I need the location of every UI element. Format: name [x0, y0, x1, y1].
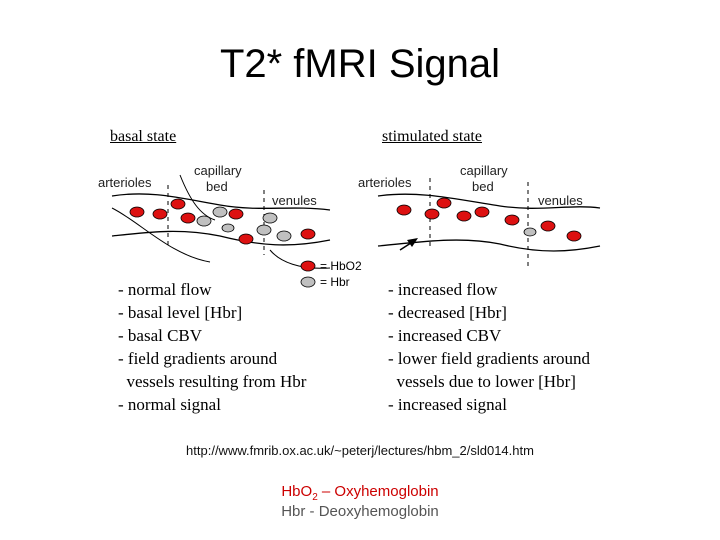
basal-oxy-cells — [129, 198, 316, 245]
basal-venules-label: venules — [272, 193, 317, 208]
list-item: - increased flow — [388, 280, 498, 299]
oxyhemoglobin-definition: HbO2 – Oxyhemoglobin — [0, 483, 720, 503]
list-item: - increased signal — [388, 395, 507, 414]
list-item: - lower field gradients around — [388, 349, 591, 368]
basal-vessel — [111, 174, 331, 269]
oxy-suffix: – Oxyhemoglobin — [317, 483, 439, 500]
basal-bed-label: bed — [206, 179, 228, 194]
source-url: http://www.fmrib.ox.ac.uk/~peterj/lectur… — [186, 443, 534, 458]
flow-arrow-icon — [399, 238, 418, 251]
oxy-prefix: HbO — [281, 483, 313, 500]
list-item: - field gradients around — [118, 349, 278, 368]
basal-deoxy-cells — [196, 206, 292, 242]
legend-swatches — [300, 260, 316, 288]
list-item: - basal CBV — [118, 326, 203, 345]
stimulated-deoxy-cells — [523, 227, 537, 237]
basal-bullet-list: - normal flow - basal level [Hbr] - basa… — [118, 278, 306, 416]
stimulated-bullet-list: - increased flow - decreased [Hbr] - inc… — [388, 278, 590, 416]
list-item: - normal flow — [118, 280, 212, 299]
stimulated-arterioles-label: arterioles — [358, 175, 412, 190]
oxy-subscript: 2 — [312, 492, 318, 503]
basal-capillary-label: capillary — [194, 163, 242, 178]
list-item: - normal signal — [118, 395, 221, 414]
list-item: - basal level [Hbr] — [118, 303, 243, 322]
legend-oxy-label: = HbO2 — [320, 259, 362, 273]
list-item: - increased CBV — [388, 326, 502, 345]
legend-deoxy-label: = Hbr — [320, 275, 350, 289]
list-item: - decreased [Hbr] — [388, 303, 507, 322]
stimulated-bed-label: bed — [472, 179, 494, 194]
stimulated-venules-label: venules — [538, 193, 583, 208]
basal-arterioles-label: arterioles — [98, 175, 152, 190]
stimulated-oxy-cells — [396, 197, 582, 242]
list-item: vessels due to lower [Hbr] — [388, 372, 576, 391]
deoxyhemoglobin-definition: Hbr - Deoxyhemoglobin — [281, 503, 439, 520]
stimulated-capillary-label: capillary — [460, 163, 508, 178]
stimulated-state-header: stimulated state — [382, 128, 482, 145]
list-item: vessels resulting from Hbr — [118, 372, 307, 391]
basal-state-header: basal state — [110, 128, 177, 145]
slide-title: T2* fMRI Signal — [219, 42, 501, 86]
